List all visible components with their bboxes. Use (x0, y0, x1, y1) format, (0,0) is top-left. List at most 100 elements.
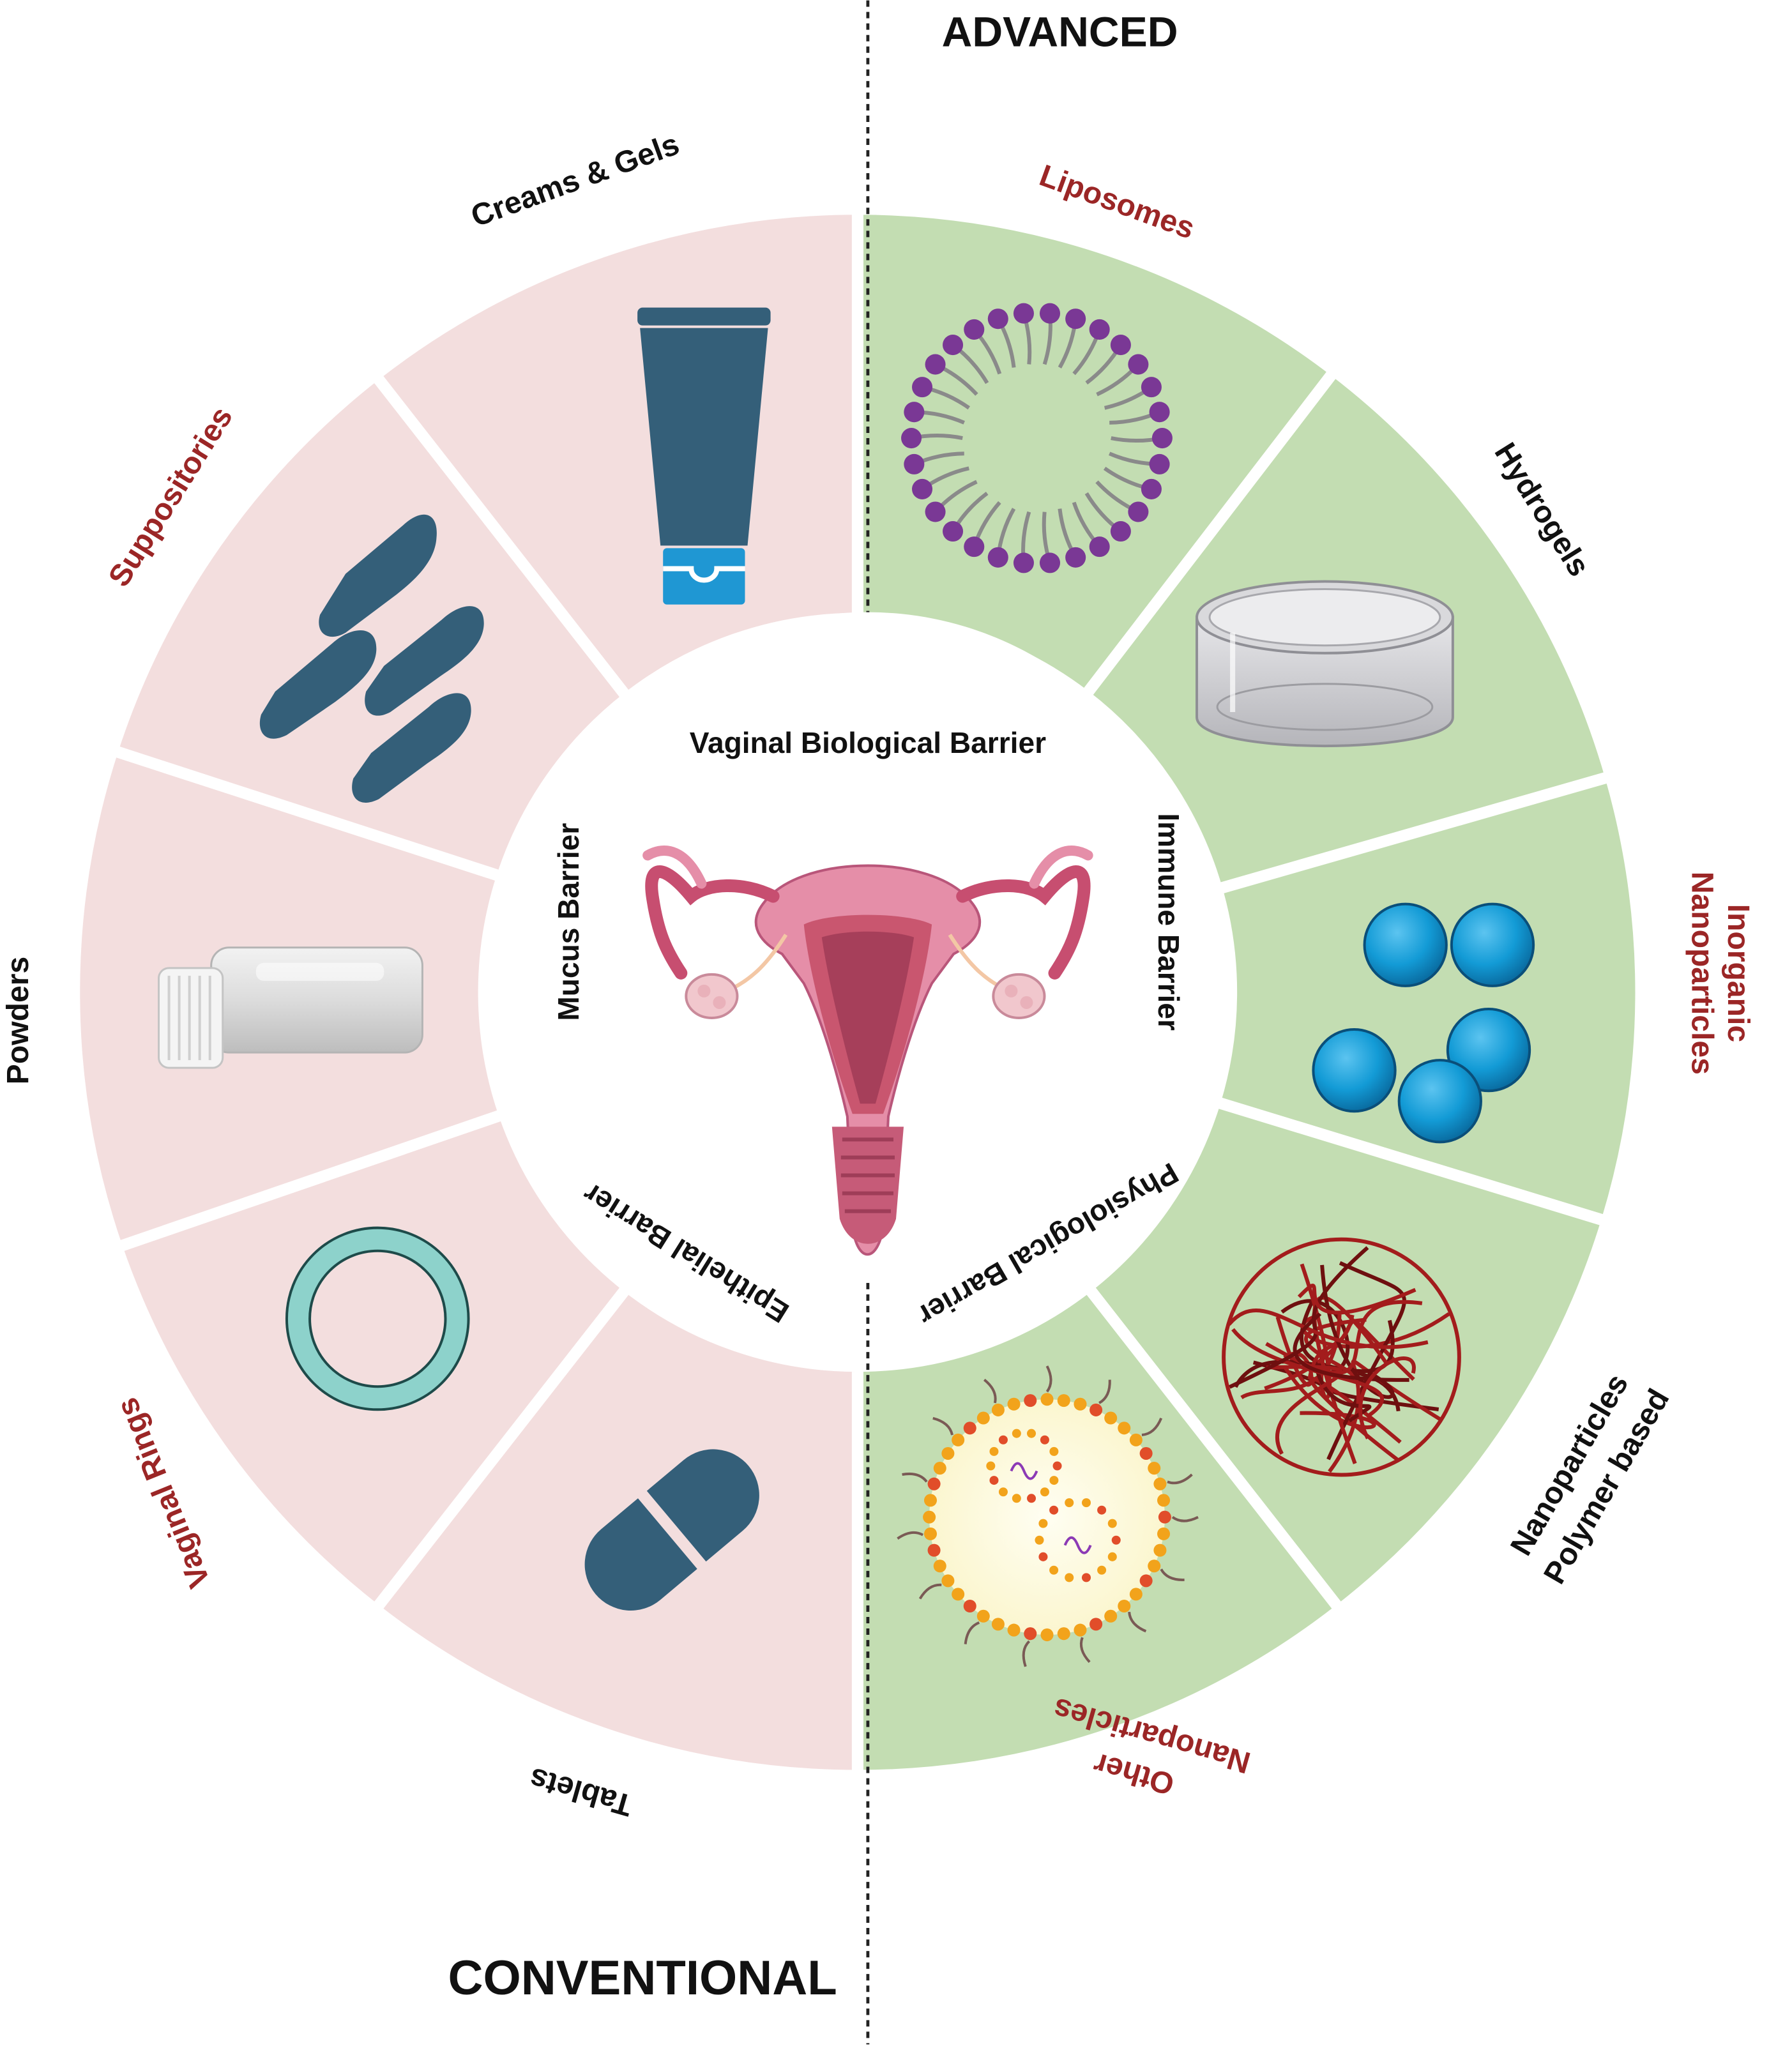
nanoparticle-core (929, 1399, 1165, 1635)
surface-lipid (1158, 1510, 1171, 1524)
lipid-head (1149, 453, 1170, 474)
hydrogel-icon (1196, 580, 1454, 747)
micelle-lipid (989, 1446, 999, 1456)
conventional-heading: CONVENTIONAL (448, 1951, 837, 2005)
surface-lipid (923, 1494, 938, 1507)
micelle-lipid (1040, 1487, 1049, 1497)
micelle-lipid (1027, 1429, 1036, 1438)
surface-lipid (1074, 1623, 1087, 1637)
micelle-lipid (1107, 1552, 1117, 1561)
micelle-lipid (1012, 1429, 1021, 1438)
polymer-strand (1283, 1366, 1376, 1430)
surface-lipid (1148, 1462, 1161, 1475)
lipid-head (1128, 354, 1149, 375)
micelle-lipid (1027, 1494, 1036, 1503)
polymer-outline (1222, 1237, 1461, 1477)
surface-lipid (933, 1462, 946, 1475)
lipid-head (1141, 478, 1162, 499)
lipid-head (925, 501, 946, 522)
surface-lipid (1129, 1588, 1143, 1601)
surface-lipid (923, 1527, 938, 1540)
surface-lipid (1129, 1433, 1143, 1446)
surface-lipid (1074, 1397, 1087, 1411)
polymer-strand (1326, 1261, 1406, 1460)
surface-lipid (1090, 1403, 1103, 1416)
micelle-lipid (1038, 1552, 1048, 1561)
segment-inorganic (1208, 769, 1647, 1229)
lipid-head (964, 319, 985, 340)
micelle-lipid (986, 1461, 996, 1471)
micelle-lipid (1052, 1461, 1062, 1471)
creams-gels-label: Creams & Gels (466, 126, 683, 234)
surface-lipid (1024, 1627, 1037, 1641)
surface-lipid (1057, 1394, 1070, 1407)
polymer-strand (1300, 1263, 1332, 1400)
lipid-head (911, 478, 933, 499)
lipid-head (987, 547, 1008, 568)
surface-lipid (1040, 1393, 1054, 1406)
surface-lipid (1157, 1494, 1171, 1507)
inorganic-label-line1: Inorganic (1721, 904, 1756, 1042)
micelle-lipid (1040, 1435, 1049, 1445)
lipid-head (943, 335, 964, 356)
vaginal-ring-icon (285, 1226, 470, 1411)
inorganic-label-line2: Nanoparticles (1685, 872, 1720, 1075)
micelle-lipid (1049, 1476, 1059, 1485)
surface-lipid (1007, 1397, 1021, 1411)
polymer-strand (1358, 1356, 1416, 1439)
peg-chain (1128, 1611, 1147, 1633)
surface-lipid (952, 1433, 965, 1446)
lipid-head (1013, 552, 1034, 573)
surface-lipid (1090, 1618, 1103, 1631)
micelle-lipid (1035, 1535, 1044, 1545)
peg-chain (1171, 1515, 1199, 1522)
surface-lipid (963, 1599, 976, 1613)
cream-tube-icon (637, 307, 771, 605)
micelle-lipid (1065, 1573, 1074, 1582)
lipid-head (1089, 536, 1110, 558)
lipid-head (1110, 520, 1131, 542)
lipid-head (987, 308, 1008, 330)
micelle-lipid (1097, 1565, 1107, 1575)
surface-lipid (976, 1609, 990, 1623)
polymer-strand (1240, 1314, 1342, 1400)
surface-lipid (933, 1559, 946, 1573)
peg-chain (1167, 1473, 1193, 1485)
surface-lipid (991, 1618, 1005, 1631)
immune-barrier-label: Immune Barrier (1152, 813, 1185, 1031)
micelle-lipid (1038, 1519, 1048, 1528)
mucus-barrier-label: Mucus Barrier (552, 823, 585, 1021)
peg-chain (983, 1378, 997, 1404)
peg-chain (897, 1531, 924, 1540)
lipid-head (1065, 308, 1086, 330)
surface-lipid (1104, 1411, 1118, 1425)
dna-strand (1010, 1462, 1038, 1480)
surface-lipid (1157, 1527, 1171, 1540)
lipid-head (911, 377, 933, 398)
micelle-lipid (1049, 1565, 1059, 1575)
lipid-head (964, 536, 985, 558)
surface-lipid (1139, 1446, 1153, 1460)
micelle-lipid (1111, 1535, 1121, 1545)
uterus-icon (642, 846, 1093, 1256)
lipid-head (904, 402, 925, 423)
peg-chain (1160, 1568, 1185, 1581)
peg-chain (1079, 1637, 1091, 1663)
micelle-lipid (1049, 1446, 1059, 1456)
polymer-strand (1229, 1246, 1369, 1389)
micelle-lipid (1081, 1573, 1091, 1582)
surface-lipid (941, 1446, 955, 1460)
surface-lipid (1024, 1394, 1037, 1407)
polymer-strand (1227, 1308, 1429, 1349)
tablet-capsule-icon (584, 1449, 759, 1611)
surface-lipid (1118, 1599, 1131, 1613)
powder-bottle-icon (158, 946, 423, 1069)
polymer-strand (1266, 1365, 1343, 1455)
micelle-lipid (1065, 1498, 1074, 1508)
micelle-lipid (1107, 1519, 1117, 1528)
peg-chain (932, 1416, 954, 1436)
surface-lipid (1118, 1422, 1131, 1435)
surface-lipid (1139, 1574, 1153, 1588)
advanced-heading: ADVANCED (942, 9, 1178, 56)
